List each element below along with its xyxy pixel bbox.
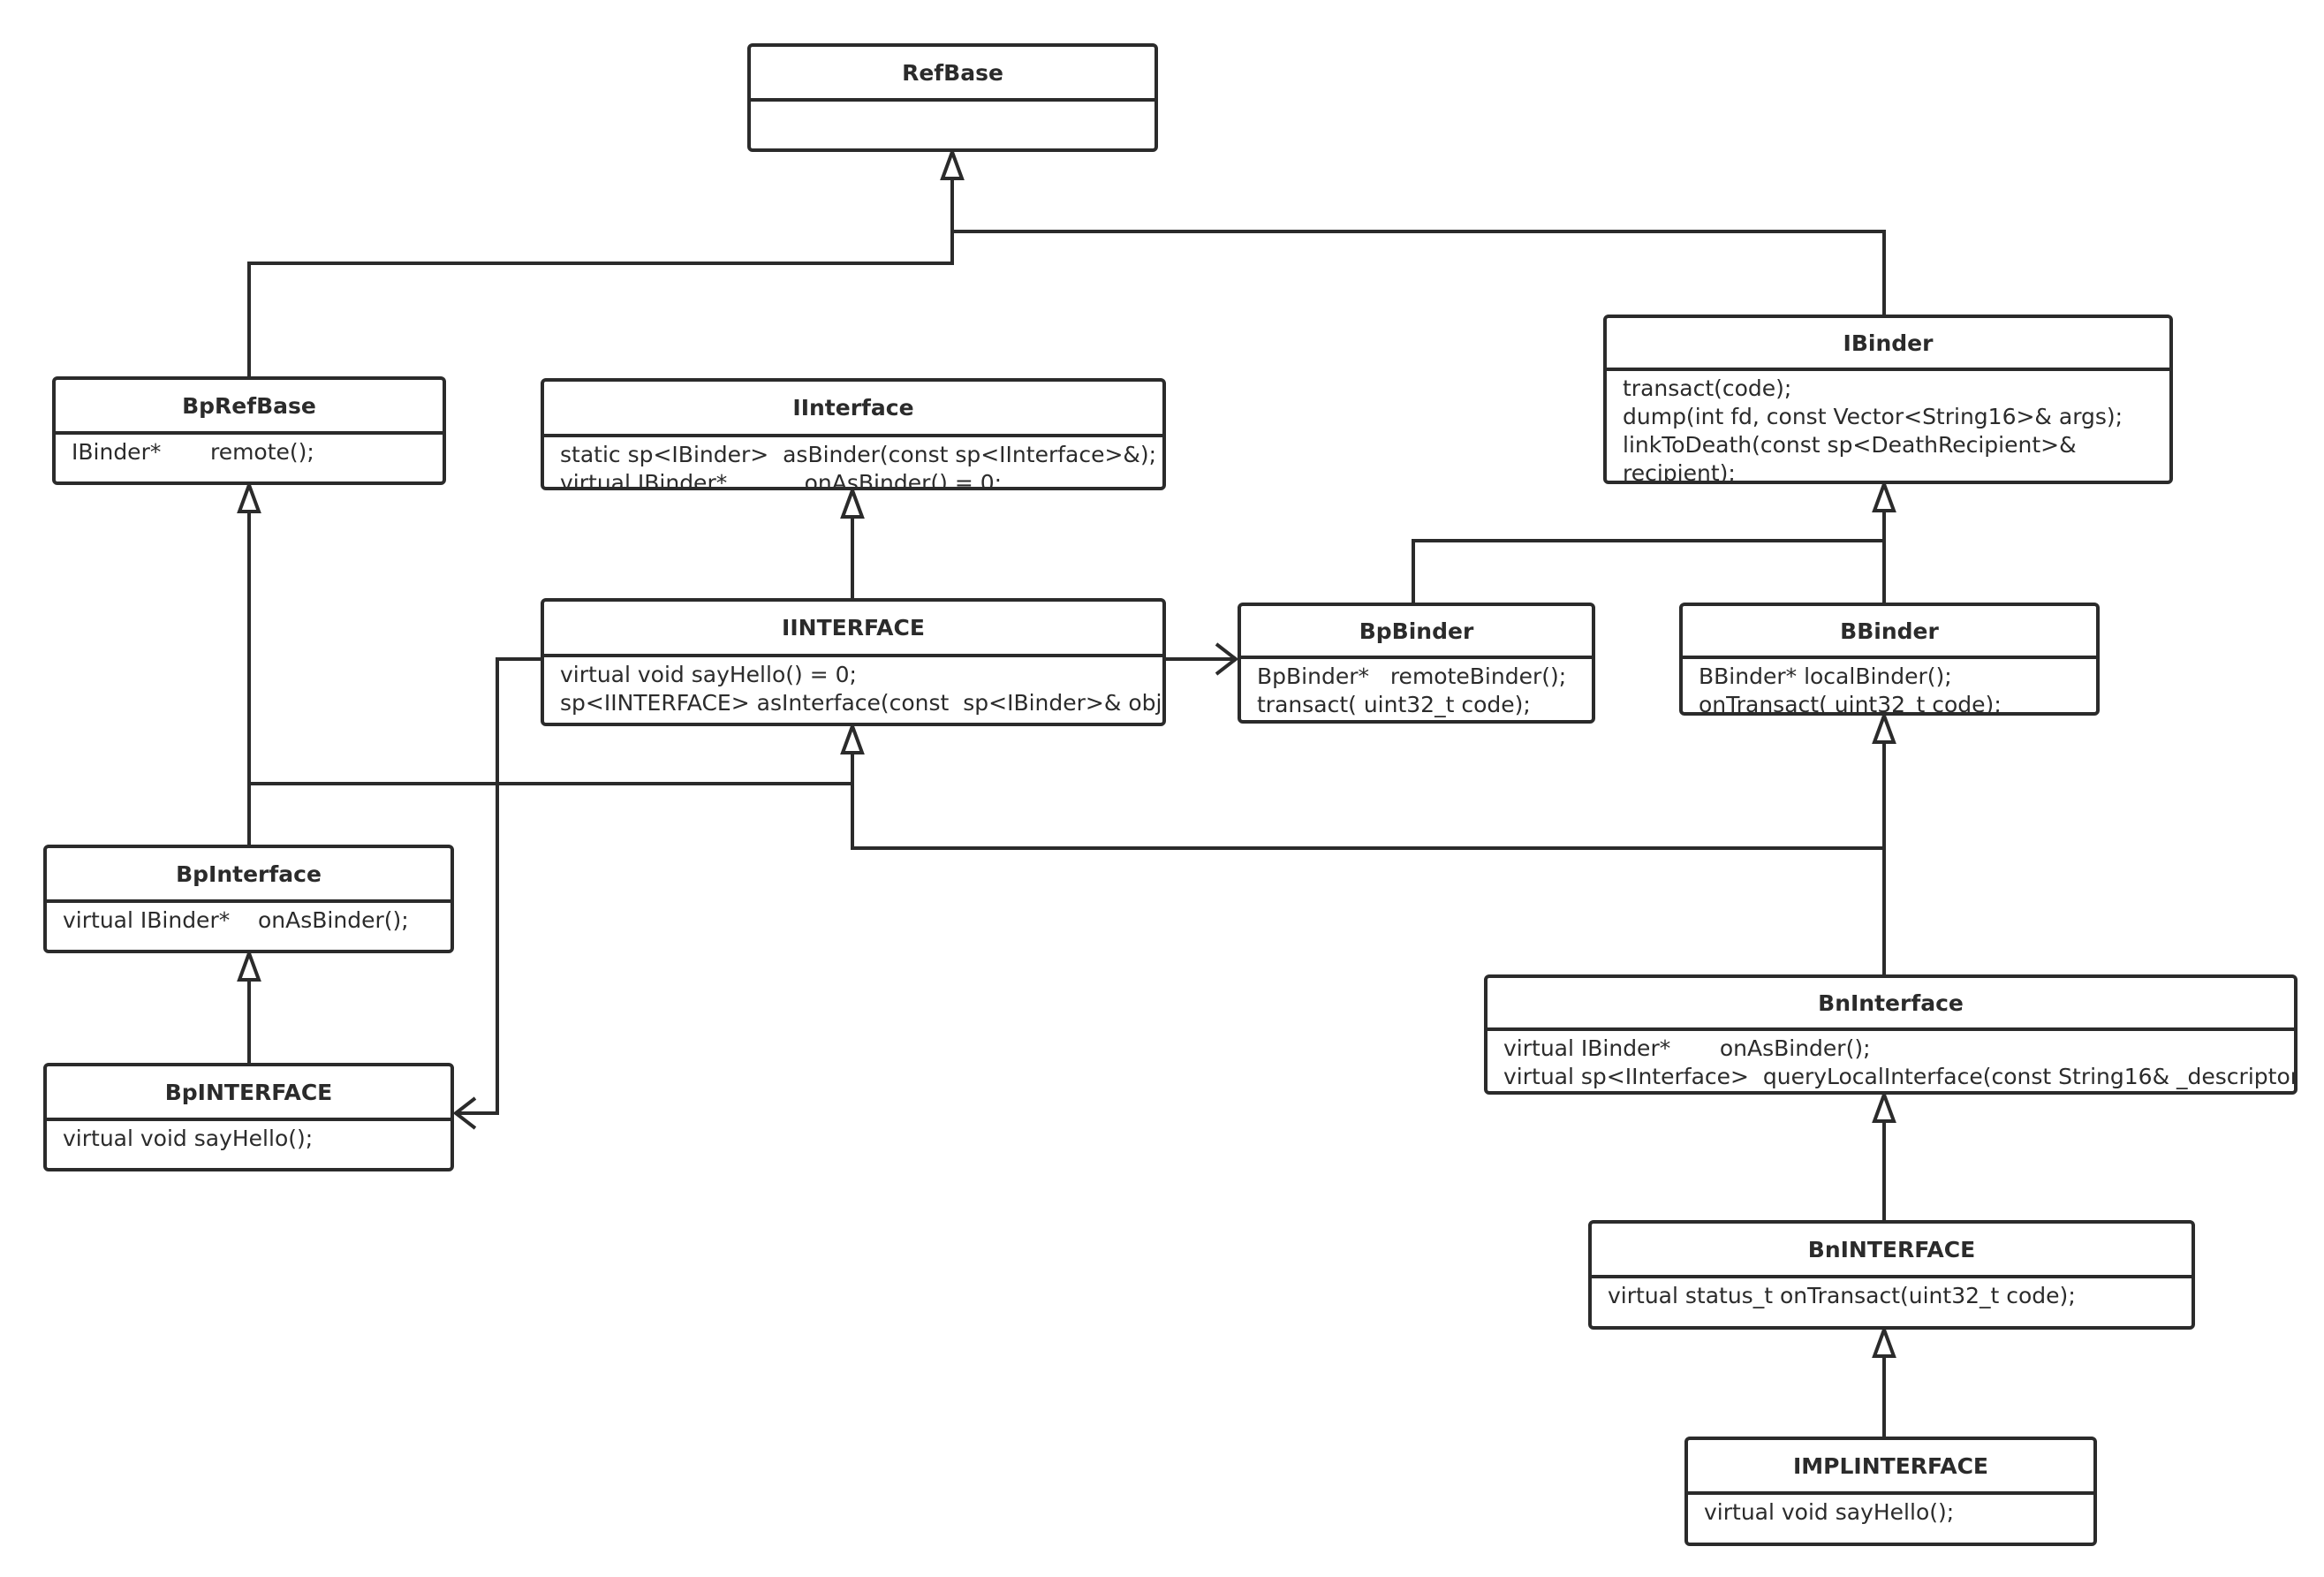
class-title: BnINTERFACE <box>1592 1224 2192 1278</box>
class-members: BBinder* localBinder(); onTransact( uint3… <box>1683 659 2096 716</box>
class-member: linkToDeath(const sp<DeathRecipient>& <box>1623 432 2077 458</box>
class-member: dump(int fd, const Vector<String16>& arg… <box>1623 404 2123 429</box>
class-title: RefBase <box>751 47 1154 102</box>
class-members: transact(code); dump(int fd, const Vector… <box>1607 371 2169 484</box>
class-bpinterface: BpInterface virtual IBinder* onAsBinder()… <box>43 845 454 953</box>
generalization-arrow-iinterface <box>840 485 865 519</box>
generalization-arrow-refbase <box>940 147 965 180</box>
class-members: virtual status_t onTransact(uint32_t cod… <box>1592 1278 2192 1310</box>
class-iinterface: IInterface static sp<IBinder> asBinder(co… <box>541 378 1166 490</box>
inheritance-line-bpbinder-ibinder <box>1412 539 1884 603</box>
class-bpinterface-upper: BpINTERFACE virtual void sayHello(); <box>43 1063 454 1171</box>
generalization-arrow-bpinterface <box>237 948 261 982</box>
generalization-arrow-bninterface <box>1872 1089 1896 1123</box>
generalization-arrow-bninterface-upper <box>1872 1324 1896 1358</box>
class-members: static sp<IBinder> asBinder(const sp<IIn… <box>544 437 1162 490</box>
class-refbase: RefBase <box>747 43 1158 152</box>
class-member: IBinder* remote(); <box>72 439 314 465</box>
class-members: virtual IBinder* onAsBinder(); <box>47 903 450 935</box>
class-title: IINTERFACE <box>544 602 1162 657</box>
generalization-arrow-iinterface-upper <box>840 721 865 754</box>
class-member: static sp<IBinder> asBinder(const sp<IIn… <box>560 442 1157 467</box>
association-arrow-bpbinder <box>1215 642 1239 676</box>
class-members: virtual IBinder* onAsBinder();virtual sp… <box>1488 1031 2294 1091</box>
class-member: virtual IBinder* onAsBinder(); <box>63 907 409 933</box>
class-member: transact(code); <box>1623 375 1792 401</box>
class-member: transact( uint32_t code); <box>1257 692 1531 717</box>
association-line-iinterface-upper-bpinterface-upper <box>456 657 541 1115</box>
class-member: virtual IBinder* onAsBinder() = 0; <box>560 470 1003 490</box>
class-title: BpInterface <box>47 848 450 903</box>
class-member: virtual status_t onTransact(uint32_t cod… <box>1608 1283 2076 1308</box>
class-member: virtual void sayHello(); <box>63 1126 314 1151</box>
inheritance-line-bninterface-iinterface-upper <box>851 753 1884 850</box>
association-arrow-bpinterface-upper <box>452 1096 477 1130</box>
class-member: BpBinder* remoteBinder(); <box>1257 663 1567 689</box>
inheritance-line-ibinder-refbase <box>952 230 1886 315</box>
class-member: sp<IINTERFACE> asInterface(const sp<IBin… <box>560 690 1166 716</box>
generalization-arrow-bprefbase <box>237 480 261 513</box>
class-title: IMPLINTERFACE <box>1688 1440 2093 1495</box>
generalization-arrow-ibinder <box>1872 479 1896 512</box>
class-member: virtual void sayHello() = 0; <box>560 662 857 687</box>
class-title: BpRefBase <box>56 380 443 435</box>
class-title: BBinder <box>1683 606 2096 659</box>
class-members <box>751 102 1154 105</box>
class-bninterface-upper: BnINTERFACE virtual status_t onTransact(u… <box>1588 1220 2195 1330</box>
class-member: virtual IBinder* onAsBinder(); <box>1503 1035 1871 1061</box>
class-implinterface: IMPLINTERFACE virtual void sayHello(); <box>1684 1437 2097 1546</box>
class-member: BBinder* localBinder(); <box>1699 663 1952 689</box>
class-members: BpBinder* remoteBinder(); transact( uint3… <box>1241 659 1592 719</box>
class-members: virtual void sayHello() = 0;sp<IINTERFAC… <box>544 657 1162 717</box>
class-title: BnInterface <box>1488 978 2294 1031</box>
class-member: virtual void sayHello(); <box>1704 1499 1955 1525</box>
class-members: virtual void sayHello(); <box>1688 1495 2093 1527</box>
class-member: virtual sp<IInterface> queryLocalInterfa… <box>1503 1064 2298 1089</box>
generalization-arrow-bbinder <box>1872 710 1896 744</box>
class-title: IBinder <box>1607 318 2169 371</box>
class-members: virtual void sayHello(); <box>47 1121 450 1153</box>
class-members: IBinder* remote(); <box>56 435 443 466</box>
class-member: recipient); <box>1623 460 1736 484</box>
inheritance-line-bprefbase-refbase <box>247 178 954 376</box>
class-ibinder: IBinder transact(code); dump(int fd, const… <box>1603 315 2173 484</box>
class-member: onTransact( uint32_t code); <box>1699 692 2002 716</box>
class-title: BpBinder <box>1241 606 1592 659</box>
class-title: IInterface <box>544 382 1162 437</box>
class-title: BpINTERFACE <box>47 1066 450 1121</box>
